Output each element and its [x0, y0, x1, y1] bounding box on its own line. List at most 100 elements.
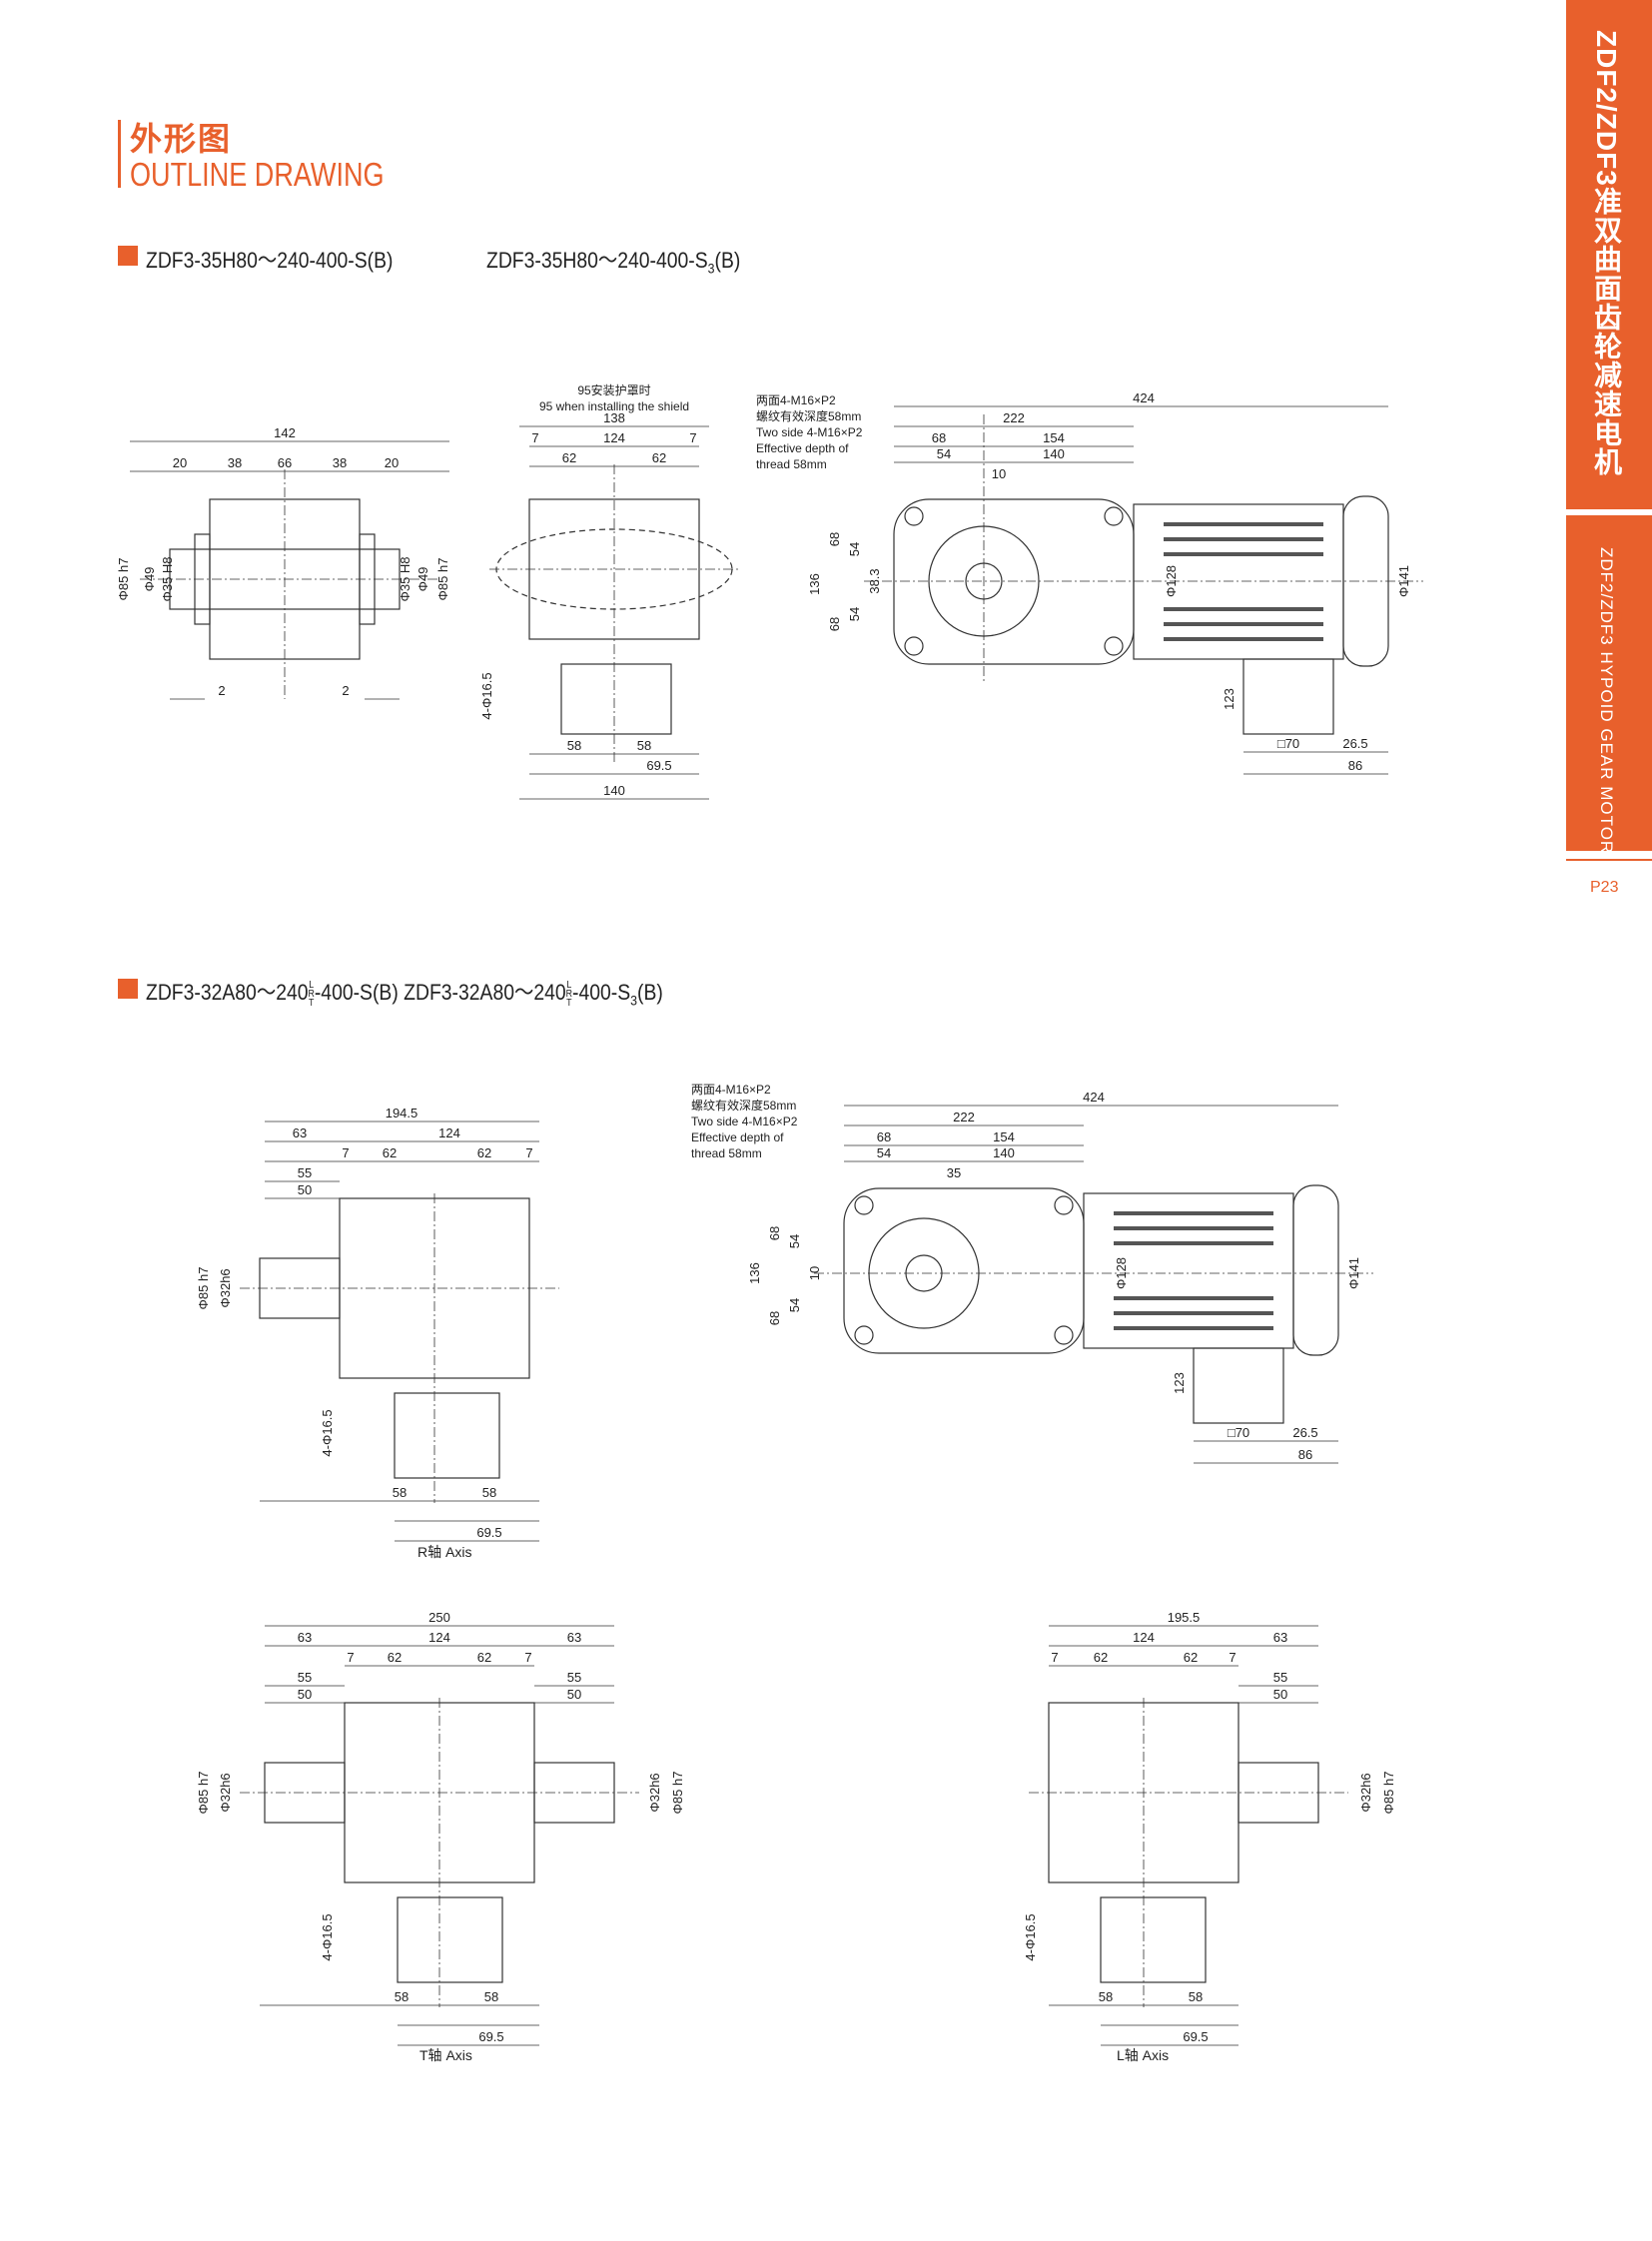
dim-20-left: 20 [173, 455, 187, 470]
dim-7-left: 7 [531, 430, 538, 445]
note-shield-en: 95 when installing the shield [539, 399, 689, 413]
note-thread-en1: Two side 4-M16×P2 [691, 1115, 798, 1128]
dim-154: 154 [1043, 430, 1065, 445]
dim-55-right: 55 [567, 1670, 581, 1685]
drawing-side-view-2: 424 222 68 154 54 140 35 □70 26.5 86 136… [691, 1083, 1373, 1464]
section1-model-a: ZDF3-35H80～240-400-S(B) [146, 248, 394, 273]
dim-58-left: 58 [567, 738, 581, 753]
dim-68: 68 [932, 430, 946, 445]
dim-69-5: 69.5 [476, 1525, 501, 1540]
drawing-l-axis: 195.5 124 63 7 62 62 7 55 50 58 58 69.5 … [1023, 1610, 1396, 2046]
dim-d85-right: Φ85 h7 [670, 1772, 685, 1815]
motor-base-l [1100, 1896, 1207, 1983]
caption-l-axis: L轴 Axis [1117, 2047, 1170, 2063]
dim-62-right: 62 [477, 1145, 491, 1160]
dim-d35-left: Φ35 H8 [160, 556, 175, 601]
side-tab-title-en: ZDF2/ZDF3 HYPOID GEAR MOTOR [1597, 547, 1616, 855]
motor-base [560, 663, 672, 735]
note-thread-en2: Effective depth of [691, 1130, 784, 1144]
dim-140: 140 [603, 783, 625, 798]
dim-4-holes: 4-Φ16.5 [320, 1409, 335, 1456]
dim-195-5: 195.5 [1168, 1610, 1201, 1625]
dim-d85-left: Φ85 h7 [196, 1772, 211, 1815]
dim-d85-right: Φ85 h7 [435, 558, 450, 601]
dim-d32-left: Φ32h6 [218, 1773, 233, 1812]
dim-250: 250 [428, 1610, 450, 1625]
dim-55: 55 [1273, 1670, 1287, 1685]
header-accent-bar [118, 120, 121, 188]
dim-26-5: 26.5 [1292, 1425, 1317, 1440]
dim-d49-right: Φ49 [415, 567, 430, 592]
dim-124: 124 [438, 1125, 460, 1140]
dim-69-5: 69.5 [646, 758, 671, 773]
dim-62-left: 62 [383, 1145, 397, 1160]
drawing-front-view: 95安装护罩时 95 when installing the shield 13… [479, 382, 739, 800]
dim-d32: Φ32h6 [218, 1268, 233, 1307]
terminal-box-2 [1193, 1347, 1284, 1424]
dim-69-5: 69.5 [1183, 2029, 1208, 2044]
dim-69-5: 69.5 [478, 2029, 503, 2044]
caption-r-axis: R轴 Axis [417, 1544, 472, 1560]
dim-124: 124 [428, 1630, 450, 1645]
terminal-box [1242, 658, 1334, 735]
dim-d85: Φ85 h7 [1381, 1772, 1396, 1815]
dim-d32: Φ32h6 [1358, 1773, 1373, 1812]
note-thread-cn1: 两面4-M16×P2 [756, 393, 836, 407]
dim-d85: Φ85 h7 [196, 1267, 211, 1310]
section1-model-b: ZDF3-35H80～240-400-S3(B) [486, 248, 741, 277]
dim-63-right: 63 [567, 1630, 581, 1645]
dim-50: 50 [1273, 1687, 1287, 1702]
dim-124: 124 [1133, 1630, 1155, 1645]
note-thread-en2: Effective depth of [756, 441, 849, 455]
dim-50-left: 50 [298, 1687, 312, 1702]
note-thread-cn1: 两面4-M16×P2 [691, 1083, 771, 1097]
dim-54-bottom: 54 [847, 607, 862, 621]
dim-68-bottom: 68 [767, 1311, 782, 1325]
dim-50: 50 [298, 1182, 312, 1197]
note-shield-cn: 95安装护罩时 [577, 382, 650, 397]
dim-d49-left: Φ49 [142, 567, 157, 592]
side-tab-rule [1566, 859, 1652, 861]
dim-d85-left: Φ85 h7 [116, 558, 131, 601]
dim-123: 123 [1222, 688, 1237, 710]
side-tab-separator [1566, 509, 1652, 515]
dim-10: 10 [807, 1266, 822, 1280]
dim-square-70: □70 [1277, 736, 1299, 751]
section2-marker [118, 979, 138, 999]
dim-58-right: 58 [637, 738, 651, 753]
dim-63: 63 [1273, 1630, 1287, 1645]
caption-t-axis: T轴 Axis [419, 2047, 472, 2063]
gearbox-side-2 [843, 1187, 1085, 1354]
dim-58-right: 58 [482, 1485, 496, 1500]
dim-d32-right: Φ32h6 [647, 1773, 662, 1812]
side-tab-top: ZDF2/ZDF3准双曲面齿轮减速电机 [1566, 0, 1652, 509]
dim-86: 86 [1298, 1447, 1312, 1462]
dim-62-right: 62 [1184, 1650, 1198, 1665]
dim-7-right: 7 [689, 430, 696, 445]
dim-7-right: 7 [525, 1145, 532, 1160]
dim-68-top: 68 [827, 532, 842, 546]
drawing-t-axis: 250 63 124 63 7 62 62 7 55 50 55 50 58 5… [196, 1610, 685, 2046]
motor-base-t [397, 1896, 503, 1983]
dim-35: 35 [947, 1165, 961, 1180]
drawing-side-view: 424 222 68 154 54 140 10 □70 26.5 86 136… [756, 390, 1423, 775]
dim-38-3: 38.3 [867, 568, 882, 593]
dim-4-holes: 4-Φ16.5 [1023, 1913, 1038, 1960]
dim-194-5: 194.5 [386, 1106, 418, 1120]
note-thread-cn2: 螺纹有效深度58mm [691, 1098, 796, 1113]
dim-424: 424 [1083, 1090, 1105, 1105]
dim-4-holes: 4-Φ16.5 [479, 672, 494, 719]
dim-86: 86 [1348, 758, 1362, 773]
dim-7-right: 7 [524, 1650, 531, 1665]
motor-base-r [394, 1392, 500, 1479]
dim-20-right: 20 [385, 455, 399, 470]
page-number: P23 [1590, 879, 1619, 896]
dim-7-left: 7 [1051, 1650, 1058, 1665]
note-thread-en3: thread 58mm [691, 1146, 762, 1160]
drawing-r-axis: 194.5 63 124 7 62 62 7 55 50 58 58 69.5 … [196, 1106, 559, 1542]
dim-63-left: 63 [298, 1630, 312, 1645]
dim-10: 10 [992, 466, 1006, 481]
dim-d141: Φ141 [1346, 1257, 1361, 1289]
dim-58-left: 58 [1099, 1989, 1113, 2004]
